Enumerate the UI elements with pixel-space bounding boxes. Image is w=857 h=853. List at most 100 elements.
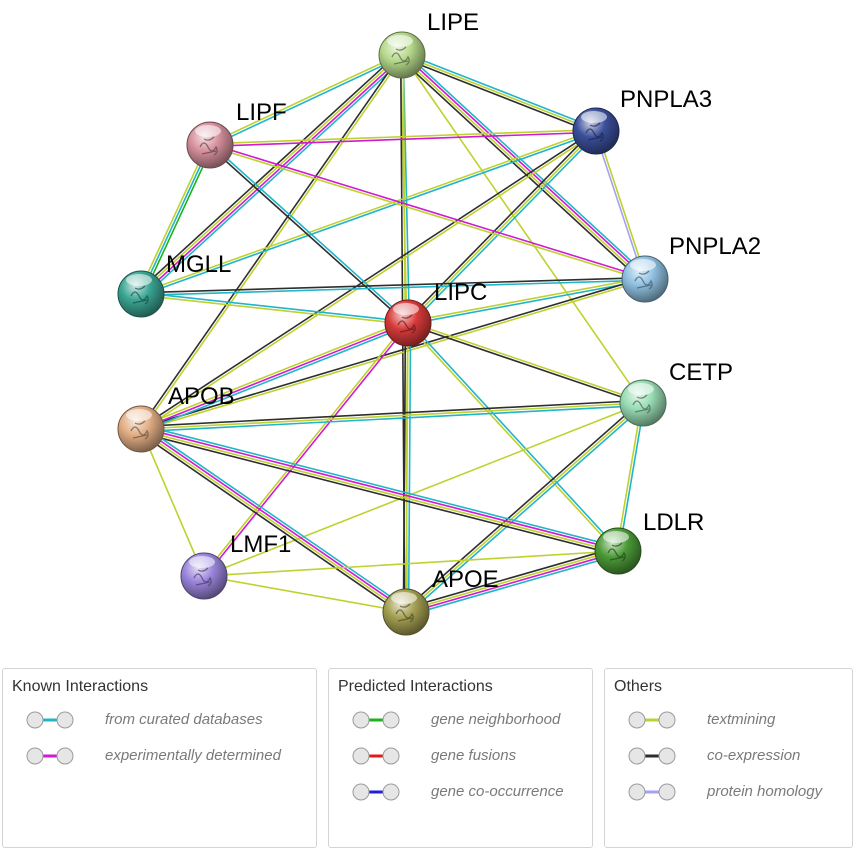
edge-line-coexpression — [405, 128, 595, 322]
edge-lipc-lmf1[interactable] — [202, 321, 410, 578]
edge-lipf-pnpla2[interactable] — [209, 143, 646, 281]
legend-swatch-coexpression — [628, 747, 676, 765]
edge-line-curated — [407, 322, 412, 613]
edge-line-textmining — [401, 54, 644, 404]
edge-line-curated — [142, 425, 409, 610]
edge-pnpla2-lipc[interactable] — [407, 276, 646, 326]
edge-lipe-mgll[interactable] — [137, 51, 406, 298]
edge-lipe-cetp[interactable] — [401, 54, 644, 404]
legend-label-neighborhood: gene neighborhood — [431, 711, 561, 728]
edge-line-textmining — [209, 128, 597, 145]
node-highlight — [628, 383, 654, 395]
edge-line-textmining — [140, 294, 408, 326]
node-cetp[interactable]: CETP — [619, 359, 733, 427]
edge-pnpla3-lipc[interactable] — [405, 128, 599, 326]
edge-cetp-apoe[interactable] — [403, 400, 646, 615]
edge-line-coexpression — [140, 399, 643, 428]
node-label: LIPC — [434, 279, 487, 306]
edge-pnpla2-mgll[interactable] — [140, 276, 646, 297]
edge-line-coexpression — [407, 323, 643, 405]
legend-label-textmining: textmining — [707, 711, 776, 728]
node-label: LDLR — [643, 509, 704, 536]
legend-known: Known Interactions from curated database… — [2, 668, 317, 848]
edge-line-coexpression — [138, 431, 405, 616]
node-lmf1[interactable]: LMF1 — [180, 531, 291, 600]
edge-ldlr-apoe[interactable] — [404, 546, 620, 617]
node-pnpla2[interactable]: PNPLA2 — [621, 233, 761, 303]
edge-line-textmining — [203, 402, 644, 577]
edge-lipc-ldlr[interactable] — [406, 321, 620, 553]
legend-item-homology: protein homology — [627, 781, 857, 803]
edge-line-textmining — [140, 429, 618, 554]
edge-mgll-lipc[interactable] — [140, 291, 409, 326]
edge-lipe-apob[interactable] — [139, 53, 404, 431]
edge-lipc-apob[interactable] — [139, 319, 410, 433]
edge-lmf1-apoe[interactable] — [203, 575, 407, 613]
edge-line-textmining — [406, 323, 618, 553]
node-label: MGLL — [166, 251, 231, 278]
edge-line-curated — [140, 279, 646, 297]
protein-structure-icon — [130, 285, 149, 305]
protein-structure-icon — [585, 122, 604, 142]
edge-line-textmining — [140, 428, 205, 577]
legend-swatch-experimental — [26, 747, 74, 765]
legend-title-others: Others — [614, 678, 663, 695]
edge-lipc-apoe[interactable] — [402, 322, 412, 613]
edge-lipf-mgll[interactable] — [137, 143, 214, 296]
legend-swatch-neighborhood — [352, 711, 400, 729]
legend-item-experimental: experimentally determined — [25, 745, 325, 767]
edge-line-curated — [409, 132, 599, 326]
node-lipf[interactable]: LIPF — [186, 99, 287, 169]
edge-apob-lmf1[interactable] — [140, 428, 205, 577]
edge-pnpla3-mgll[interactable] — [140, 129, 597, 296]
edge-lipf-lipc[interactable] — [208, 143, 410, 325]
edge-lipe-lipf[interactable] — [209, 53, 403, 147]
node-lipe[interactable]: LIPE — [378, 9, 479, 79]
node-highlight — [581, 111, 607, 123]
legend-title-predicted: Predicted Interactions — [338, 678, 493, 695]
legend-item-curated: from curated databases — [25, 709, 325, 731]
edge-line-textmining — [209, 145, 645, 281]
edge-line-experimental — [141, 55, 404, 296]
edge-pnpla3-pnpla2[interactable] — [594, 130, 647, 280]
edge-line-curated — [408, 321, 620, 551]
node-layer: LIPE PNPLA3 LIPF PNPLA2 MGLL LIPC CETP APOB LDLR… — [117, 9, 761, 636]
edge-cetp-lmf1[interactable] — [203, 402, 644, 577]
edge-pnpla3-apob[interactable] — [139, 129, 598, 431]
edge-lipe-pnpla3[interactable] — [400, 51, 598, 135]
legend-swatch-homology — [628, 783, 676, 801]
edge-line-experimental — [402, 53, 647, 279]
edge-line-textmining — [615, 402, 643, 551]
edge-lipe-pnpla2[interactable] — [398, 51, 649, 283]
edge-pnpla2-apob[interactable] — [140, 277, 646, 431]
edge-lipc-cetp[interactable] — [407, 321, 644, 405]
edge-line-textmining — [400, 55, 645, 281]
edge-line-textmining — [141, 55, 404, 431]
node-label: LIPF — [236, 99, 287, 126]
node-pnpla3[interactable]: PNPLA3 — [572, 86, 712, 155]
node-mgll[interactable]: MGLL — [117, 251, 231, 318]
edge-cetp-apob[interactable] — [140, 399, 644, 433]
protein-structure-icon — [193, 567, 212, 587]
node-label: APOE — [432, 566, 499, 593]
node-ldlr[interactable]: LDLR — [594, 509, 704, 575]
edge-line-textmining — [596, 130, 647, 279]
edge-ldlr-lmf1[interactable] — [203, 550, 619, 577]
node-apob[interactable]: APOB — [117, 383, 235, 453]
edge-apob-apoe[interactable] — [138, 425, 409, 616]
node-label: PNPLA3 — [620, 86, 712, 113]
legend-swatch-fusions — [352, 747, 400, 765]
edge-line-curated — [141, 404, 644, 433]
edge-line-experimental — [406, 551, 619, 614]
legend-label-fusions: gene fusions — [431, 747, 517, 764]
edge-pnpla3-lipf[interactable] — [209, 128, 597, 148]
edge-line-curated — [404, 51, 649, 277]
edge-cetp-ldlr[interactable] — [615, 402, 646, 552]
edge-apob-ldlr[interactable] — [139, 424, 620, 556]
node-apoe[interactable]: APOE — [382, 566, 499, 636]
protein-structure-icon — [634, 270, 653, 290]
node-lipc[interactable]: LIPC — [384, 279, 487, 347]
edge-line-experimental — [140, 322, 409, 430]
legend-label-cooccurrence: gene co-occurrence — [431, 783, 564, 800]
node-label: LIPE — [427, 9, 479, 36]
